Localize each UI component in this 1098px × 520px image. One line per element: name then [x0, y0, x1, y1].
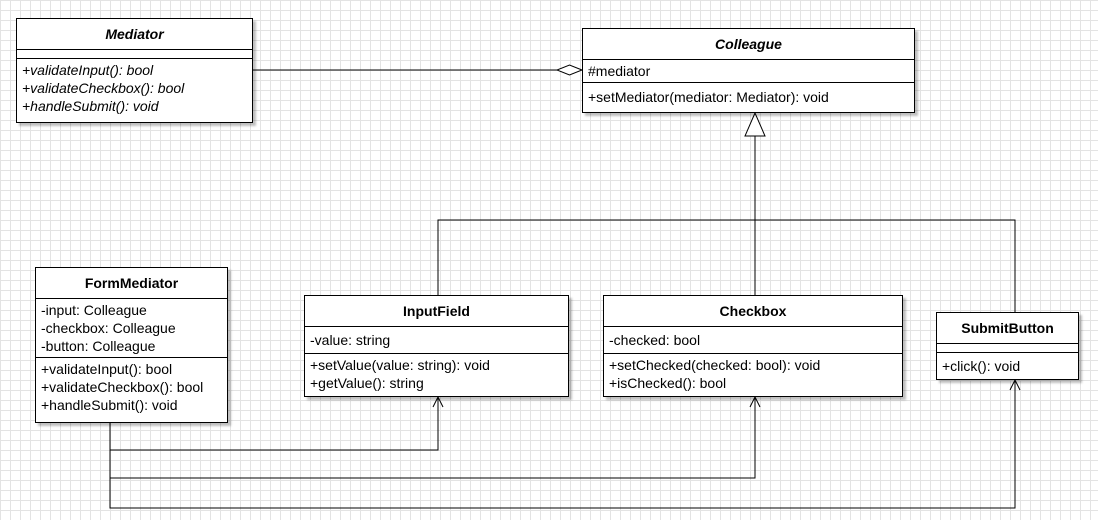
operation: +validateCheckbox(): bool — [22, 80, 185, 96]
association-edge-submitbutton — [109, 378, 1021, 509]
operations-section: +validateInput(): bool +validateCheckbox… — [17, 58, 252, 117]
aggregation-edge — [253, 64, 584, 76]
class-submitbutton[interactable]: SubmitButton +click(): void — [936, 312, 1079, 380]
attribute: #mediator — [588, 63, 651, 79]
operation: +handleSubmit(): void — [22, 98, 159, 114]
class-name: Checkbox — [604, 296, 902, 327]
attributes-section — [937, 344, 1078, 352]
operations-section: +setValue(value: string): void +getValue… — [305, 353, 568, 394]
class-name: Colleague — [583, 29, 914, 60]
operations-section: +click(): void — [937, 352, 1078, 377]
operations-section: +validateInput(): bool +validateCheckbox… — [36, 357, 227, 416]
association-edge-checkbox — [109, 395, 761, 479]
operation: +validateInput(): bool — [41, 361, 173, 377]
class-name: InputField — [305, 296, 568, 327]
class-inputfield[interactable]: InputField -value: string +setValue(valu… — [304, 295, 569, 397]
attributes-section — [17, 50, 252, 58]
class-name: Mediator — [17, 19, 252, 50]
operation: +isChecked(): bool — [609, 375, 727, 391]
association-edge-inputfield — [109, 395, 444, 451]
attributes-section: -value: string — [305, 327, 568, 353]
attributes-section: -checked: bool — [604, 327, 902, 353]
class-formmediator[interactable]: FormMediator -input: Colleague -checkbox… — [35, 267, 228, 423]
operation: +getValue(): string — [310, 375, 424, 391]
generalization-edge-submitbutton — [755, 219, 1016, 312]
class-name: SubmitButton — [937, 313, 1078, 344]
class-mediator[interactable]: Mediator +validateInput(): bool +validat… — [16, 18, 253, 123]
attribute: -checkbox: Colleague — [41, 320, 176, 336]
operation: +setValue(value: string): void — [310, 357, 490, 373]
attributes-section: #mediator — [583, 60, 914, 82]
operations-section: +setChecked(checked: bool): void +isChec… — [604, 353, 902, 394]
attribute: -value: string — [310, 332, 391, 348]
generalization-edge-inputfield — [437, 219, 755, 295]
operation: +validateCheckbox(): bool — [41, 379, 204, 395]
attribute: -checked: bool — [609, 332, 701, 348]
attribute: -button: Colleague — [41, 338, 156, 354]
operation: +setMediator(mediator: Mediator): void — [588, 89, 829, 105]
class-checkbox[interactable]: Checkbox -checked: bool +setChecked(chec… — [603, 295, 903, 397]
operations-section: +setMediator(mediator: Mediator): void — [583, 82, 914, 108]
generalization-arrowhead — [744, 111, 766, 137]
attributes-section: -input: Colleague -checkbox: Colleague -… — [36, 299, 227, 357]
attribute: -input: Colleague — [41, 302, 147, 318]
operation: +click(): void — [942, 358, 1021, 374]
class-colleague[interactable]: Colleague #mediator +setMediator(mediato… — [582, 28, 915, 113]
operation: +handleSubmit(): void — [41, 397, 178, 413]
operation: +setChecked(checked: bool): void — [609, 357, 821, 373]
operation: +validateInput(): bool — [22, 62, 154, 78]
class-name: FormMediator — [36, 268, 227, 299]
